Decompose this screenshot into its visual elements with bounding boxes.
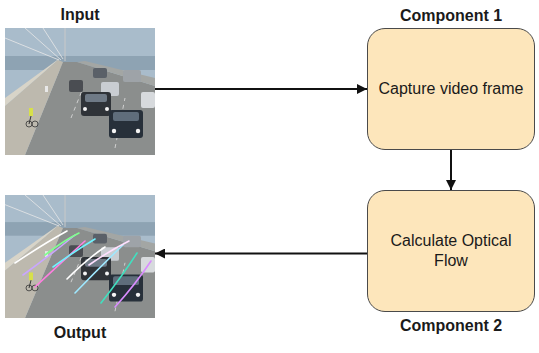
component-heading: Component 2	[348, 316, 539, 335]
box-text: Calculate Optical Flow	[378, 231, 524, 271]
component-heading: Input	[0, 5, 175, 24]
image-frame: Output	[5, 195, 155, 318]
box-text: Capture video frame	[379, 79, 524, 99]
process-box: Calculate Optical FlowComponent 2	[367, 190, 535, 312]
input-frame-picture	[5, 28, 155, 155]
component-heading: Component 1	[348, 6, 539, 25]
flow-arrow	[155, 253, 367, 255]
output-frame-picture	[5, 195, 155, 318]
component-heading: Output	[0, 323, 175, 342]
image-frame: Input	[5, 28, 155, 155]
flow-tracks	[15, 231, 151, 307]
flow-arrow	[155, 88, 367, 90]
flow-arrow	[450, 150, 452, 190]
process-box: Component 1Capture video frame	[367, 28, 535, 150]
